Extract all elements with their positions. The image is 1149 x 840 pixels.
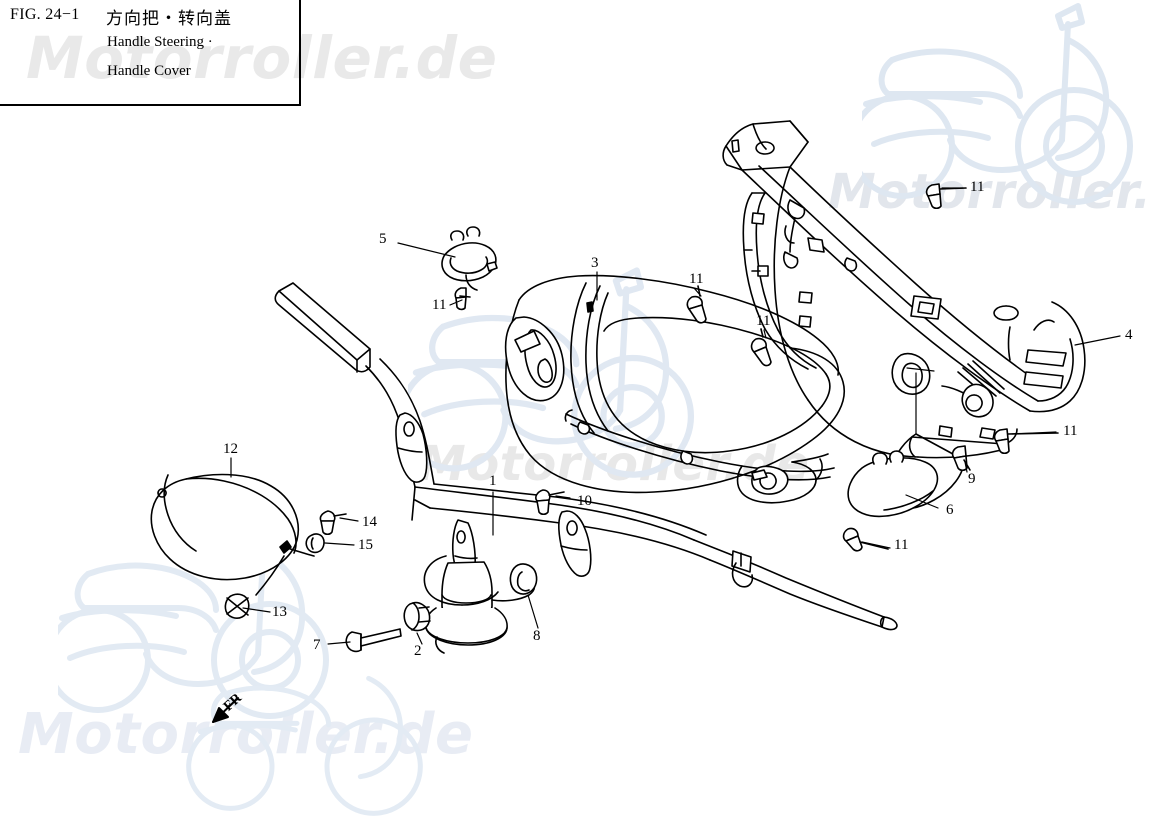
callout-11-b: 11 xyxy=(689,271,704,287)
callout-10: 10 xyxy=(577,493,592,509)
part-handlebar xyxy=(274,282,898,631)
callout-7: 7 xyxy=(313,637,321,653)
callout-11-f: 11 xyxy=(894,537,909,553)
callout-11-e: 11 xyxy=(1063,423,1078,439)
part-handle-cover-rear xyxy=(722,120,1086,510)
callout-leader-lines xyxy=(230,187,1121,645)
parts-diagram-page: Motorroller.de Motorroller.de Motorrolle… xyxy=(0,0,1149,816)
part-screw-flange xyxy=(319,510,347,536)
figure-number: FIG. 24−1 xyxy=(10,6,80,23)
callout-12: 12 xyxy=(223,441,238,457)
title-english-line1: Handle Steering · xyxy=(107,34,213,50)
callout-4: 4 xyxy=(1125,327,1133,343)
part-mirror-housing xyxy=(150,473,315,596)
callout-11-c: 11 xyxy=(756,313,771,329)
part-screw-mirror xyxy=(224,593,250,619)
part-nut-flange xyxy=(305,533,325,554)
exploded-parts-drawing xyxy=(150,120,1121,723)
callout-11-a: 11 xyxy=(432,297,447,313)
callout-6: 6 xyxy=(946,502,954,518)
part-nut-collar xyxy=(509,563,538,595)
title-chinese: 方向把・转向盖 xyxy=(106,9,232,29)
title-block: FIG. 24−1 方向把・转向盖 Handle Steering · Hand… xyxy=(0,0,301,106)
callout-3: 3 xyxy=(591,255,599,271)
part-bolt-long xyxy=(345,628,402,653)
callout-8: 8 xyxy=(533,628,541,644)
part-steering-stem xyxy=(403,519,536,654)
part-handle-cover-front xyxy=(504,274,845,504)
callout-14: 14 xyxy=(362,514,377,530)
callout-2: 2 xyxy=(414,643,422,659)
callout-1: 1 xyxy=(489,473,497,489)
callout-13: 13 xyxy=(272,604,287,620)
callout-5: 5 xyxy=(379,231,387,247)
callout-15: 15 xyxy=(358,537,373,553)
callout-11-d: 11 xyxy=(970,179,985,195)
title-english-line2: Handle Cover xyxy=(107,63,191,79)
part-cable-clamp xyxy=(441,226,498,291)
callout-9: 9 xyxy=(968,471,976,487)
part-cover-cap xyxy=(847,450,939,518)
